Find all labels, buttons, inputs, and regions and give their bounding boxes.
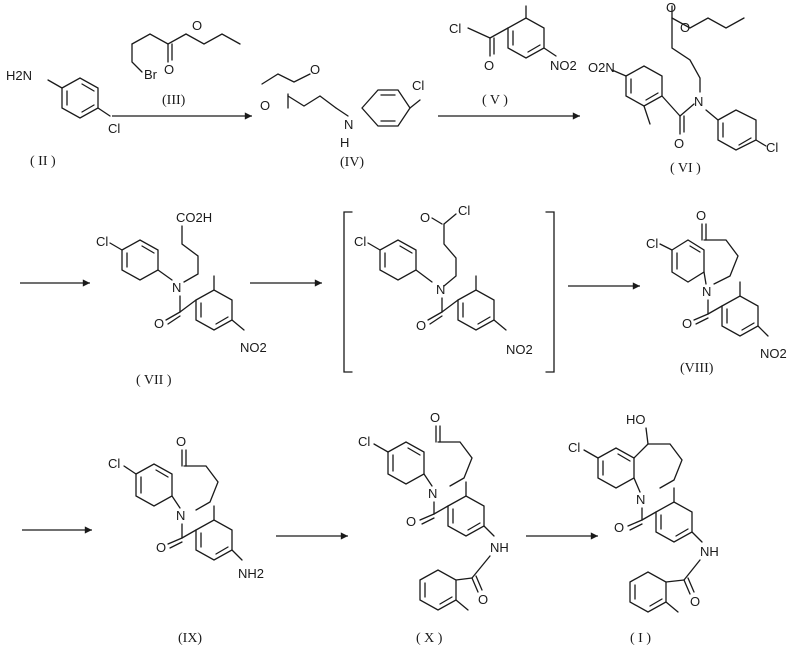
compound-label-VIII: (VIII) xyxy=(680,361,714,376)
compound-I: HO Cl N O NH O ( I ) xyxy=(568,412,719,646)
amine-group: H2N xyxy=(6,68,32,83)
compound-IX: O Cl N O NH2 (IX) xyxy=(108,434,264,646)
compound-label-IV: (IV) xyxy=(340,155,364,170)
chloro-atom: Cl xyxy=(354,234,366,249)
nitro-group: NO2 xyxy=(240,340,267,355)
compound-label-VI: ( VI ) xyxy=(670,161,701,176)
bromo-atom: Br xyxy=(144,67,158,82)
nitro-group: NO2 xyxy=(506,342,533,357)
hydroxyl-group: HO xyxy=(626,412,646,427)
compound-V: Cl O NO2 ( V ) xyxy=(449,5,577,108)
amide-oxygen: O xyxy=(154,316,164,331)
compound-II: H2N Cl ( II ) xyxy=(6,68,120,169)
nitro-group: NO2 xyxy=(760,346,787,361)
azepine-nitrogen: N xyxy=(636,492,645,507)
compound-IV: O O N H Cl (IV) xyxy=(260,62,424,170)
amine-hydrogen: H xyxy=(340,135,349,150)
compound-label-I: ( I ) xyxy=(630,631,651,646)
carbonyl-oxygen: O xyxy=(260,98,270,113)
chloro-atom: Cl xyxy=(96,234,108,249)
ketone-oxygen: O xyxy=(696,208,706,223)
ketone-oxygen: O xyxy=(430,410,440,425)
amide-oxygen: O xyxy=(674,136,684,151)
chloro-atom: Cl xyxy=(412,78,424,93)
compound-label-VII: ( VII ) xyxy=(136,373,172,388)
ester-oxygen: O xyxy=(192,18,202,33)
compound-VI: O O N O O2N Cl ( VI ) xyxy=(588,0,778,176)
amide-NH: NH xyxy=(490,540,509,555)
chloro-atom: Cl xyxy=(358,434,370,449)
ester-oxygen: O xyxy=(680,20,690,35)
chloro-atom: Cl xyxy=(646,236,658,251)
amide-nitrogen: N xyxy=(436,282,445,297)
compound-VII: CO2H Cl N O NO2 ( VII ) xyxy=(96,210,267,388)
amine-group: NH2 xyxy=(238,566,264,581)
amide-oxygen: O xyxy=(682,316,692,331)
chloro-atom: Cl xyxy=(568,440,580,455)
acyl-chloride-chlorine: Cl xyxy=(449,21,461,36)
azepine-nitrogen: N xyxy=(176,508,185,523)
compound-label-V: ( V ) xyxy=(482,93,508,108)
nitro-group: O2N xyxy=(588,60,615,75)
carboxylic-acid-group: CO2H xyxy=(176,210,212,225)
amide-NH: NH xyxy=(700,544,719,559)
compound-label-X: ( X ) xyxy=(416,631,443,646)
azepine-nitrogen: N xyxy=(702,284,711,299)
amide-oxygen: O xyxy=(416,318,426,333)
compound-VIII: O Cl N O NO2 (VIII) xyxy=(646,208,787,376)
amide-nitrogen: N xyxy=(694,94,703,109)
compound-III: O O Br (III) xyxy=(131,18,241,108)
chloro-atom: Cl xyxy=(766,140,778,155)
carbonyl-oxygen: O xyxy=(420,210,430,225)
compound-label-III: (III) xyxy=(162,93,186,108)
chloro-atom: Cl xyxy=(108,121,120,136)
compound-X: O Cl N O NH O ( X ) xyxy=(358,410,509,646)
compound-label-IX: (IX) xyxy=(178,631,202,646)
benzamide-oxygen: O xyxy=(690,594,700,609)
carbonyl-oxygen: O xyxy=(666,0,676,15)
ester-oxygen: O xyxy=(310,62,320,77)
carbonyl-oxygen: O xyxy=(164,62,174,77)
amide-oxygen: O xyxy=(406,514,416,529)
nitro-group: NO2 xyxy=(550,58,577,73)
amide-oxygen: O xyxy=(614,520,624,535)
ketone-oxygen: O xyxy=(176,434,186,449)
benzamide-oxygen: O xyxy=(478,592,488,607)
acyl-chlorine: Cl xyxy=(458,203,470,218)
amide-oxygen: O xyxy=(156,540,166,555)
compound-label-II: ( II ) xyxy=(30,154,56,169)
carbonyl-oxygen: O xyxy=(484,58,494,73)
chloro-atom: Cl xyxy=(108,456,120,471)
amine-nitrogen: N xyxy=(344,117,353,132)
acyl-chloride-intermediate: O Cl Cl N O NO2 xyxy=(343,203,555,373)
azepine-nitrogen: N xyxy=(428,486,437,501)
amide-nitrogen: N xyxy=(172,280,181,295)
